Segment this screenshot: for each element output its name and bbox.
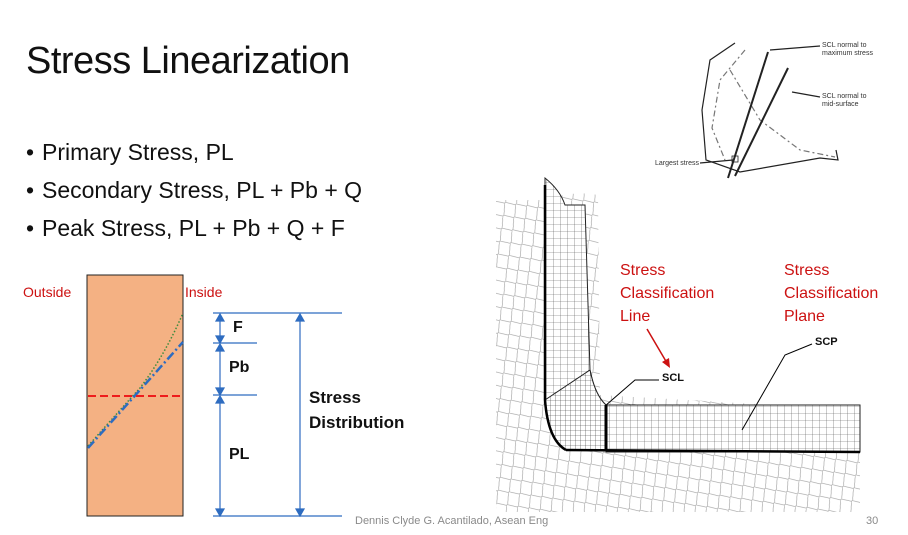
bullet-item: •Peak Stress, PL + Pb + Q + F bbox=[26, 215, 345, 241]
scl-annotation-line: Line bbox=[620, 308, 651, 325]
total-stress-curve bbox=[87, 312, 184, 447]
linearized-stress-line bbox=[87, 341, 184, 449]
scl-tag: SCL bbox=[662, 372, 684, 384]
outside-label: Outside bbox=[23, 284, 72, 300]
dimension-arrows bbox=[214, 312, 306, 518]
scp-annotation: Stress Classification Plane bbox=[784, 259, 878, 328]
scl-annotation-line: Stress bbox=[620, 262, 666, 279]
bullet-item: •Primary Stress, PL bbox=[26, 139, 234, 165]
scp-annotation-line: Stress bbox=[784, 262, 830, 279]
page-number: 30 bbox=[866, 515, 879, 527]
scp-annotation-line: Plane bbox=[784, 308, 825, 325]
pb-label: Pb bbox=[229, 359, 250, 376]
scl-normal-mid-label: SCL normal to mid-surface bbox=[822, 93, 867, 108]
bullet-item: •Secondary Stress, PL + Pb + Q bbox=[26, 177, 363, 203]
fea-mesh-figure bbox=[496, 176, 861, 513]
scp-tag: SCP bbox=[815, 336, 838, 348]
bullet-text: Peak Stress, PL + Pb + Q + F bbox=[42, 215, 345, 241]
slide-title: Stress Linearization bbox=[26, 40, 350, 82]
inset-scl-figure bbox=[699, 42, 839, 179]
pl-label: PL bbox=[229, 446, 250, 463]
largest-stress-label: Largest stress bbox=[655, 160, 699, 167]
inside-label: Inside bbox=[185, 284, 223, 300]
scl-annotation-line: Classification bbox=[620, 285, 715, 302]
footer-author: Dennis Clyde G. Acantilado, Asean Eng bbox=[355, 515, 549, 527]
bullet-text: Primary Stress, PL bbox=[42, 139, 234, 165]
bullet-list: •Primary Stress, PL •Secondary Stress, P… bbox=[26, 133, 362, 247]
stress-distribution-label-1: Stress bbox=[309, 388, 361, 407]
bullet-text: Secondary Stress, PL + Pb + Q bbox=[42, 177, 363, 203]
scp-annotation-line: Classification bbox=[784, 285, 879, 302]
stress-distribution-label-2: Distribution bbox=[309, 413, 405, 432]
scl-annotation: Stress Classification Line bbox=[620, 259, 714, 328]
f-label: F bbox=[233, 319, 243, 336]
scl-normal-max-label: SCL normal to maximum stress bbox=[822, 42, 873, 57]
